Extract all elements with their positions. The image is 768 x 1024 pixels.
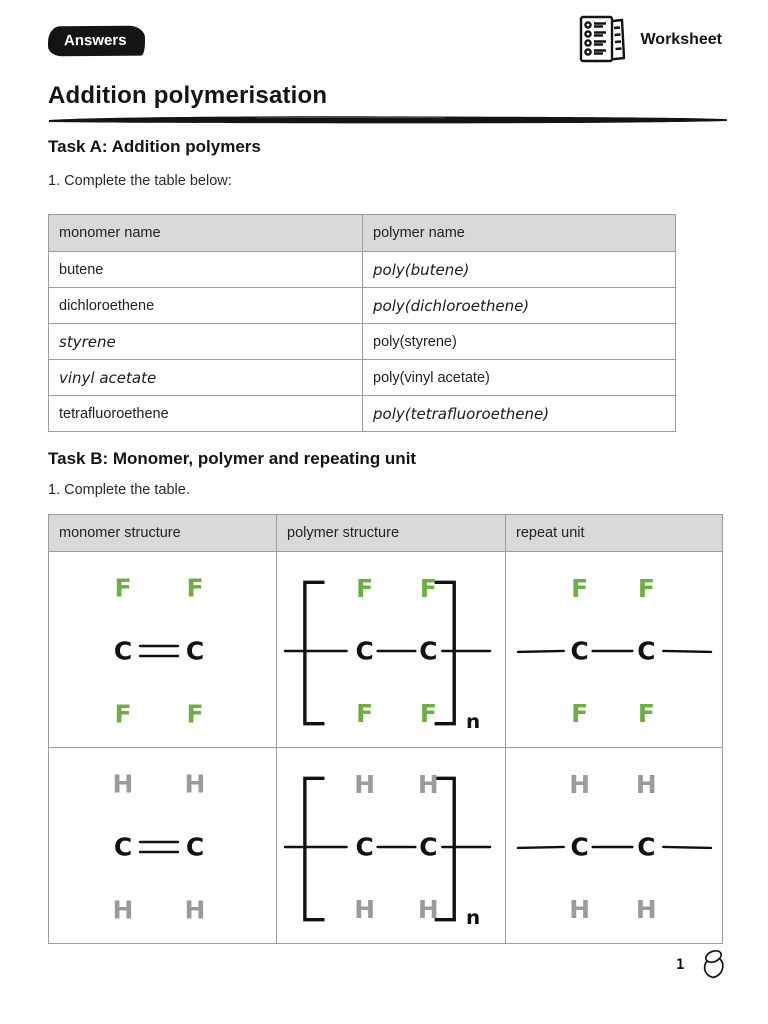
carbon-atom-label: C — [419, 832, 437, 861]
hydrogen-atom-label: H — [569, 770, 590, 799]
task-b-instruction: 1. Complete the table. — [48, 482, 190, 498]
right-bracket — [434, 580, 456, 726]
monomer-name-cell-answer: vinyl acetate — [48, 359, 363, 396]
left-bracket — [303, 776, 325, 922]
fluorine-atom-label: F — [114, 700, 131, 729]
fluorine-atom-label: F — [356, 699, 373, 728]
hydrogen-atom-label: H — [354, 770, 375, 799]
worksheet-label: Worksheet — [640, 31, 722, 48]
monomer-name-cell: dichloroethene — [48, 287, 363, 324]
task-a-heading: Task A: Addition polymers — [48, 137, 261, 156]
hydrogen-atom-label: H — [636, 770, 657, 799]
table-row: butene poly(butene) — [48, 251, 676, 288]
extension-bond — [662, 649, 713, 654]
fluorine-atom-label: F — [114, 574, 131, 603]
polymer-structure-h: H H C C H H n — [283, 770, 492, 929]
carbon-atom-label: C — [355, 832, 373, 861]
polymer-structure-f: F F C C F F n — [283, 574, 492, 733]
table-row: dichloroethene poly(dichloroethene) — [48, 287, 676, 324]
task-b-heading: Task B: Monomer, polymer and repeating u… — [48, 449, 417, 468]
fluorine-atom-label: F — [356, 574, 373, 603]
carbon-atom-label: C — [113, 833, 131, 862]
fluorine-atom-label: F — [186, 574, 203, 603]
hydrogen-atom-label: H — [418, 770, 439, 799]
fluorine-atom-label: F — [638, 574, 655, 603]
monomer-name-cell-answer: styrene — [48, 323, 363, 360]
carbon-atom-label: C — [571, 832, 589, 861]
carbon-atom-label: C — [185, 637, 203, 666]
column-header-repeat-unit: repeat unit — [505, 514, 723, 552]
hydrogen-atom-label: H — [184, 770, 205, 799]
worksheet-brand: Worksheet — [578, 14, 722, 66]
hydrogen-atom-label: H — [112, 896, 133, 925]
monomer-name-cell: tetrafluoroethene — [48, 395, 363, 432]
monomer-name-cell: butene — [48, 251, 363, 288]
fluorine-atom-label: F — [571, 699, 588, 728]
table-header-row: monomer structure polymer structure repe… — [48, 514, 723, 552]
column-header-monomer-name: monomer name — [48, 214, 363, 252]
table-row: tetrafluoroethene poly(tetrafluoroethene… — [48, 395, 676, 432]
polymer-name-cell: poly(vinyl acetate) — [362, 359, 676, 396]
page-title: Addition polymerisation — [48, 82, 328, 109]
title-underline — [49, 116, 727, 124]
hydrogen-atom-label: H — [418, 895, 439, 924]
fluorine-atom-label: F — [420, 699, 437, 728]
hydrogen-atom-label: H — [184, 896, 205, 925]
right-bracket — [434, 776, 456, 922]
carbon-atom-label: C — [185, 833, 203, 862]
fluorine-atom-label: F — [186, 700, 203, 729]
carbon-atom-label: C — [637, 832, 655, 861]
hydrogen-atom-label: H — [636, 895, 657, 924]
answers-badge-label: Answers — [63, 31, 127, 50]
page-number: 1 — [676, 957, 685, 973]
table-row: styrene poly(styrene) — [48, 323, 676, 360]
column-header-monomer-structure: monomer structure — [48, 514, 277, 552]
polymer-name-cell-answer: poly(tetrafluoroethene) — [362, 395, 676, 432]
column-header-polymer-structure: polymer structure — [276, 514, 506, 552]
acorn-doodle-icon — [703, 949, 724, 979]
column-header-polymer-name: polymer name — [362, 214, 676, 252]
monomer-structure-h: H H C C H H — [112, 770, 205, 925]
answers-badge: Answers — [47, 25, 145, 57]
hydrogen-atom-label: H — [354, 895, 375, 924]
extension-bond — [516, 845, 565, 850]
hydrogen-atom-label: H — [569, 895, 590, 924]
polymer-name-cell: poly(styrene) — [362, 323, 676, 360]
repeat-unit-h: H H C C H H — [516, 770, 713, 924]
fluorine-atom-label: F — [420, 574, 437, 603]
task-b-table: monomer structure polymer structure repe… — [48, 514, 723, 944]
extension-bond — [662, 845, 713, 850]
polymer-name-cell-answer: poly(dichloroethene) — [362, 287, 676, 324]
n-subscript: n — [466, 710, 480, 733]
table-row: vinyl acetate poly(vinyl acetate) — [48, 359, 676, 396]
worksheet-icon — [580, 15, 626, 63]
hydrogen-atom-label: H — [112, 770, 133, 799]
repeat-unit-f: F F C C F F — [516, 574, 713, 728]
carbon-atom-label: C — [113, 637, 131, 666]
polymer-name-cell-answer: poly(butene) — [362, 251, 676, 288]
carbon-atom-label: C — [637, 636, 655, 665]
monomer-structure-f: F F C C F F — [113, 574, 203, 729]
carbon-atom-label: C — [571, 636, 589, 665]
fluorine-atom-label: F — [638, 699, 655, 728]
carbon-atom-label: C — [355, 636, 373, 665]
structure-row-hydrogen: H H C C H H — [48, 747, 723, 944]
structure-row-fluorine: F F C C F F — [48, 551, 723, 748]
task-a-table: monomer name polymer name butene poly(bu… — [48, 214, 676, 432]
extension-bond — [516, 649, 565, 654]
carbon-atom-label: C — [419, 636, 437, 665]
task-a-instruction: 1. Complete the table below: — [48, 173, 232, 189]
table-header-row: monomer name polymer name — [48, 214, 676, 252]
left-bracket — [303, 580, 325, 726]
n-subscript: n — [466, 906, 480, 929]
fluorine-atom-label: F — [571, 574, 588, 603]
